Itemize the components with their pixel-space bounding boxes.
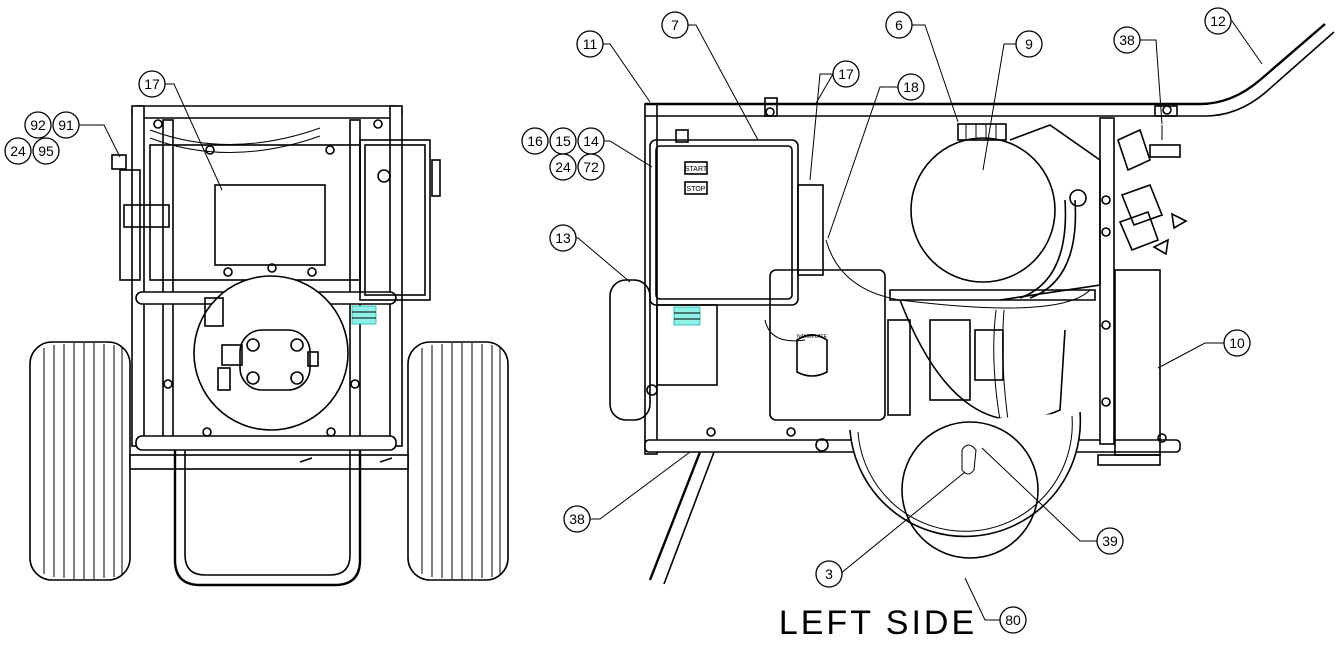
svg-text:24: 24 xyxy=(555,159,571,175)
callout-80: 80 xyxy=(999,606,1027,634)
front-right-tire xyxy=(407,341,509,581)
callout-72: 72 xyxy=(577,153,605,181)
control-box xyxy=(649,139,799,306)
nameplate xyxy=(796,334,828,377)
callout-18: 18 xyxy=(897,73,925,101)
callout-38-top: 38 xyxy=(1113,26,1141,54)
svg-text:14: 14 xyxy=(583,133,599,149)
callout-17: 17 xyxy=(138,70,166,98)
kickstand xyxy=(648,451,702,581)
svg-text:17: 17 xyxy=(144,76,160,92)
svg-text:3: 3 xyxy=(825,566,833,582)
callout-91: 91 xyxy=(52,111,80,139)
front-motor-housing xyxy=(193,275,349,431)
svg-text:38: 38 xyxy=(569,511,585,527)
callout-7: 7 xyxy=(661,11,689,39)
nameplate-label: NAMEPLATE xyxy=(797,334,828,340)
svg-text:13: 13 xyxy=(555,230,571,246)
front-pump xyxy=(217,329,319,391)
callout-6: 6 xyxy=(885,11,913,39)
side-wheel xyxy=(849,411,1082,538)
callout-12: 12 xyxy=(1204,7,1232,35)
svg-text:16: 16 xyxy=(527,133,543,149)
callout-17-side: 17 xyxy=(832,60,860,88)
callout-39: 39 xyxy=(1096,527,1124,555)
svg-text:72: 72 xyxy=(583,159,599,175)
svg-text:10: 10 xyxy=(1229,335,1245,351)
tank xyxy=(910,137,1056,283)
svg-text:38: 38 xyxy=(1119,32,1135,48)
svg-text:11: 11 xyxy=(583,36,598,52)
svg-text:39: 39 xyxy=(1102,533,1118,549)
svg-text:15: 15 xyxy=(555,133,571,149)
callout-3: 3 xyxy=(815,560,843,588)
callout-24-side: 24 xyxy=(549,153,577,181)
front-u-handle xyxy=(173,440,362,587)
svg-text:80: 80 xyxy=(1005,612,1021,628)
callout-95: 95 xyxy=(32,137,60,165)
svg-text:6: 6 xyxy=(895,17,903,33)
callout-15: 15 xyxy=(549,127,577,155)
callout-24: 24 xyxy=(4,137,32,165)
callout-13: 13 xyxy=(549,224,577,252)
svg-text:95: 95 xyxy=(38,143,54,159)
start-label: START xyxy=(685,166,708,173)
callout-9: 9 xyxy=(1015,30,1043,58)
callout-92: 92 xyxy=(24,111,52,139)
stop-label: STOP xyxy=(687,186,706,193)
svg-text:24: 24 xyxy=(10,143,26,159)
svg-text:12: 12 xyxy=(1210,13,1226,29)
callout-11: 11 xyxy=(576,30,604,58)
callout-14: 14 xyxy=(577,127,605,155)
front-left-tire xyxy=(29,341,131,581)
callout-16: 16 xyxy=(521,127,549,155)
view-label: LEFT SIDE xyxy=(779,604,977,642)
svg-text:9: 9 xyxy=(1025,36,1033,52)
svg-text:91: 91 xyxy=(58,117,74,133)
side-view: START STOP NAMEPLATE xyxy=(609,23,1335,585)
svg-text:92: 92 xyxy=(30,117,46,133)
front-view xyxy=(29,105,509,587)
svg-text:17: 17 xyxy=(838,66,854,82)
front-axle xyxy=(129,454,409,470)
svg-text:18: 18 xyxy=(903,79,919,95)
motor-body xyxy=(769,269,886,421)
push-handle xyxy=(645,23,1326,106)
callout-38-bottom: 38 xyxy=(563,505,591,533)
svg-text:7: 7 xyxy=(671,17,679,33)
callout-10: 10 xyxy=(1223,329,1251,357)
